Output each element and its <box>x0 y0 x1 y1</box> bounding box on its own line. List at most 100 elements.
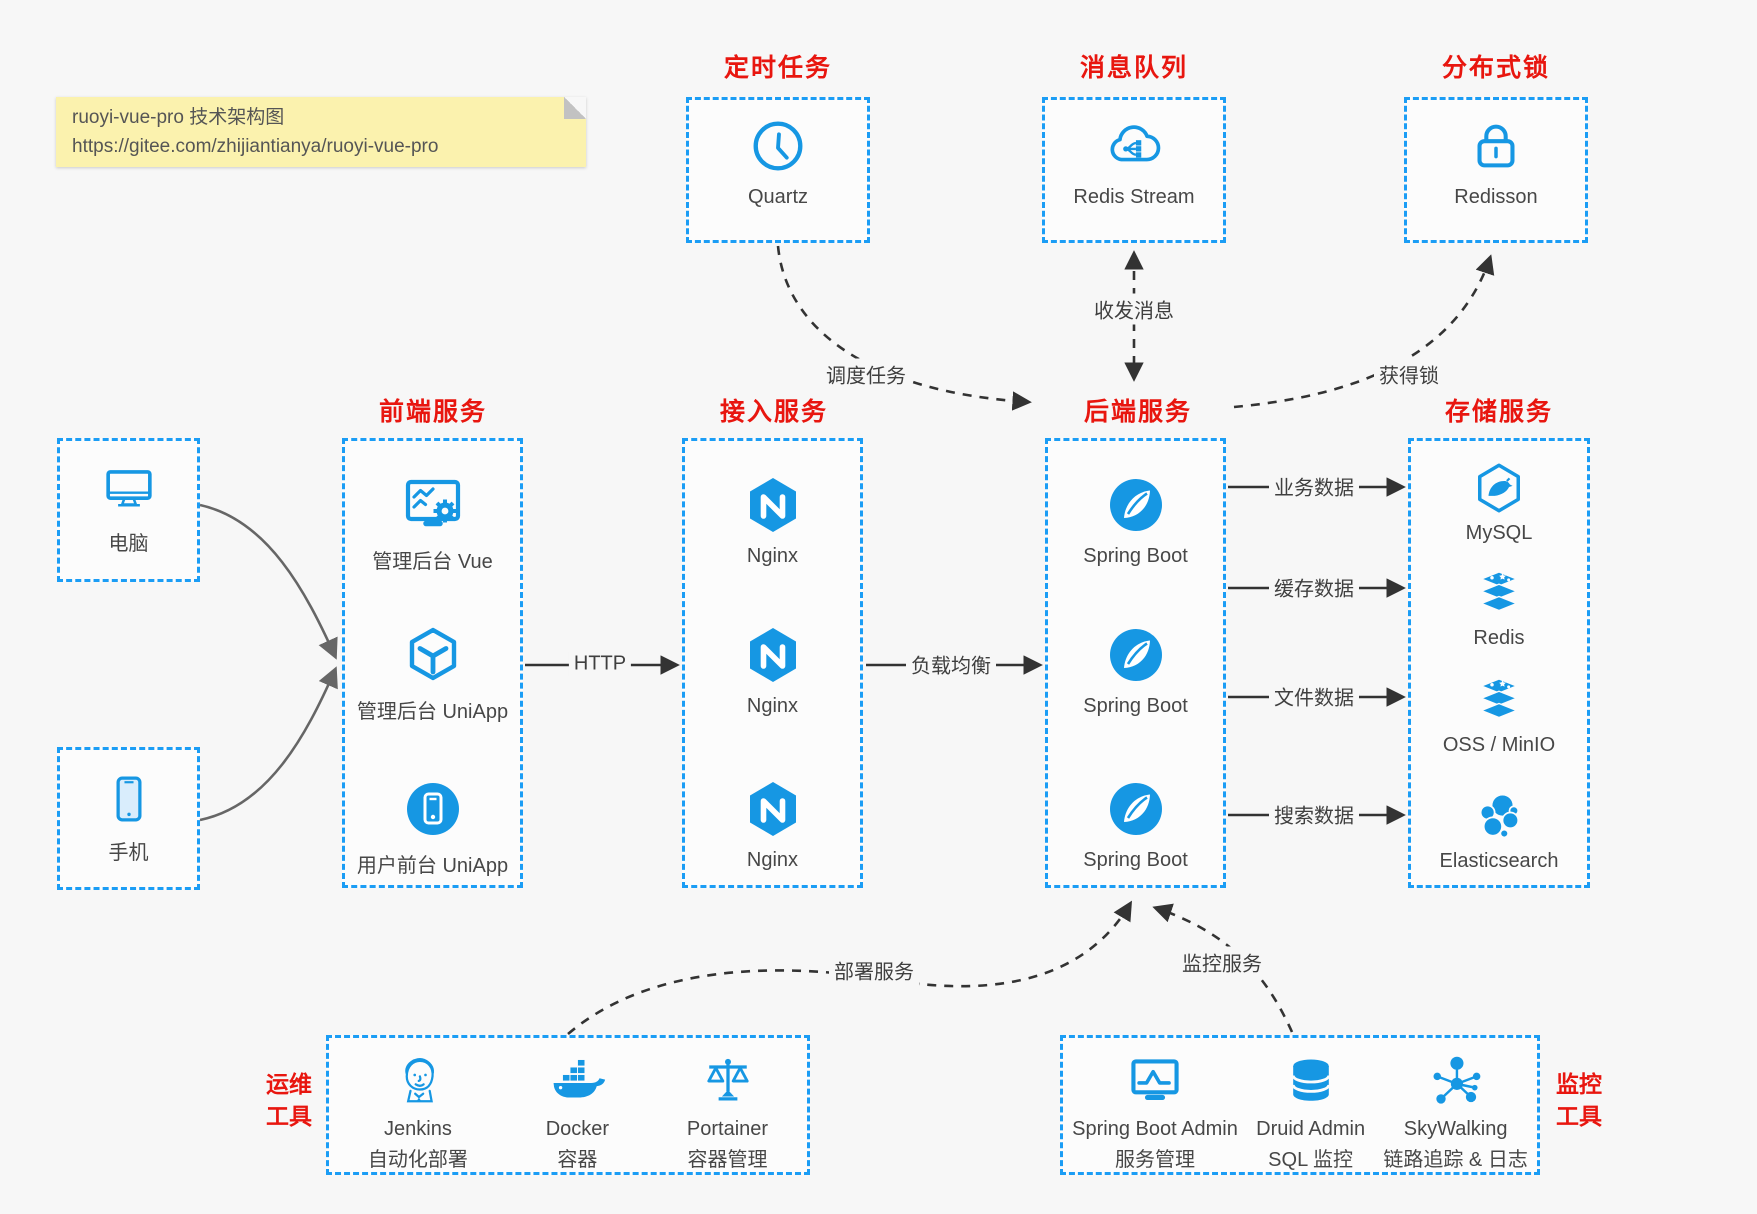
jenkins-icon <box>388 1052 448 1112</box>
item-spring-boot-2: Spring Boot <box>1048 623 1223 718</box>
edge-acquire-lock-curve <box>1233 254 1495 409</box>
group-storage-services: MySQL Redis OSS / MinIO Elasticsearch <box>1408 438 1590 888</box>
node-redisson: Redisson <box>1404 97 1588 243</box>
edge-label-schedule-task: 调度任务 <box>821 358 911 390</box>
group-backend-services: Spring Boot Spring Boot Spring Boot <box>1045 438 1226 888</box>
item-label: 用户前台 UniApp <box>356 855 509 877</box>
node-label: 电脑 <box>108 533 149 555</box>
section-title-backend: 后端服务 <box>1083 398 1193 426</box>
item-mysql: MySQL <box>1411 460 1587 545</box>
item-spring-boot-1: Spring Boot <box>1048 473 1223 568</box>
edge-label-send-receive-msg: 收发消息 <box>1089 293 1179 325</box>
oss-stack-icon <box>1471 672 1527 728</box>
item-label: Spring Boot <box>1083 695 1188 717</box>
edge-label-load-balance: 负载均衡 <box>906 648 996 680</box>
clock-icon <box>747 115 809 177</box>
nginx-icon <box>741 623 805 687</box>
item-label: Druid Admin <box>1256 1118 1366 1140</box>
nginx-icon <box>741 777 805 841</box>
ops-tools-title: 运维 工具 <box>238 1068 312 1132</box>
node-mobile: 手机 <box>57 747 200 890</box>
item-sublabel: 服务管理 <box>1114 1149 1195 1171</box>
item-nginx-2: Nginx <box>685 623 860 718</box>
lock-icon <box>1465 115 1527 177</box>
section-title-storage: 存储服务 <box>1444 398 1554 426</box>
item-sublabel: 容器 <box>557 1149 598 1171</box>
item-portainer: Portainer 容器管理 <box>687 1038 768 1172</box>
note-fold-corner <box>564 97 586 119</box>
edge-label-file-data: 文件数据 <box>1269 680 1359 712</box>
item-elasticsearch: Elasticsearch <box>1411 788 1587 873</box>
item-redis: Redis <box>1411 565 1587 650</box>
group-monitoring-tools: Spring Boot Admin 服务管理 Druid Admin SQL 监… <box>1060 1035 1540 1175</box>
note-url: https://gitee.com/zhijiantianya/ruoyi-vu… <box>72 136 439 157</box>
group-gateway-services: Nginx Nginx Nginx <box>682 438 863 888</box>
item-jenkins: Jenkins 自动化部署 <box>368 1038 468 1172</box>
uniapp-cube-icon <box>401 623 465 687</box>
section-title-frontend: 前端服务 <box>378 398 488 426</box>
edge-label-acquire-lock: 获得锁 <box>1374 358 1444 390</box>
item-label: Portainer <box>686 1118 769 1140</box>
item-spring-boot-admin: Spring Boot Admin 服务管理 <box>1072 1038 1238 1172</box>
section-title-message-queue: 消息队列 <box>1079 54 1189 82</box>
edge-label-monitor-service: 监控服务 <box>1177 946 1267 978</box>
mon-title-line2: 工具 <box>1556 1103 1602 1129</box>
item-label: 管理后台 Vue <box>372 551 493 573</box>
item-label: Jenkins <box>384 1118 452 1140</box>
node-pc: 电脑 <box>57 438 200 582</box>
item-label: OSS / MinIO <box>1442 734 1556 756</box>
item-spring-boot-3: Spring Boot <box>1048 777 1223 872</box>
monitoring-tools-title: 监控 工具 <box>1556 1068 1630 1132</box>
group-frontend-services: 管理后台 Vue 管理后台 UniApp 用户前台 UniApp <box>342 438 523 888</box>
elasticsearch-icon <box>1471 788 1527 844</box>
item-label: SkyWalking <box>1403 1118 1508 1140</box>
item-label: Elasticsearch <box>1439 850 1559 872</box>
item-admin-uniapp: 管理后台 UniApp <box>345 623 520 724</box>
desktop-icon <box>100 461 158 519</box>
cloud-queue-icon <box>1103 115 1165 177</box>
ops-title-line1: 运维 <box>266 1071 312 1097</box>
item-label: 管理后台 UniApp <box>356 701 509 723</box>
item-label: Docker <box>545 1118 610 1140</box>
mysql-icon <box>1471 460 1527 516</box>
node-redis-stream: Redis Stream <box>1042 97 1226 243</box>
node-label: Quartz <box>747 186 809 208</box>
item-label: Spring Boot Admin <box>1072 1118 1238 1140</box>
edge-label-http: HTTP <box>568 651 632 677</box>
item-label: Spring Boot <box>1083 545 1188 567</box>
item-oss-minio: OSS / MinIO <box>1411 672 1587 757</box>
spring-boot-admin-icon <box>1125 1052 1185 1112</box>
edge-label-cache-data: 缓存数据 <box>1269 571 1359 603</box>
item-docker: Docker 容器 <box>546 1038 609 1172</box>
section-title-scheduled-task: 定时任务 <box>723 54 833 82</box>
item-label: Nginx <box>746 545 799 567</box>
item-label: MySQL <box>1465 522 1533 544</box>
item-sublabel: SQL 监控 <box>1268 1149 1354 1171</box>
section-title-gateway: 接入服务 <box>719 398 829 426</box>
item-label: Redis <box>1473 627 1525 649</box>
redis-stack-icon <box>1471 565 1527 621</box>
edge-label-business-data: 业务数据 <box>1269 470 1359 502</box>
item-skywalking: SkyWalking 链路追踪 & 日志 <box>1383 1038 1528 1172</box>
node-label: 手机 <box>108 842 149 864</box>
node-label: Redis Stream <box>1073 186 1195 208</box>
ops-title-line2: 工具 <box>266 1103 312 1129</box>
item-label: Nginx <box>746 695 799 717</box>
edge-phone-to-frontend <box>199 666 338 822</box>
item-nginx-3: Nginx <box>685 777 860 872</box>
nginx-icon <box>741 473 805 537</box>
item-label: Nginx <box>746 849 799 871</box>
node-label: Redisson <box>1454 186 1538 208</box>
docker-icon <box>547 1052 607 1112</box>
smartphone-icon <box>100 770 158 828</box>
node-quartz: Quartz <box>686 97 870 243</box>
note-title: ruoyi-vue-pro 技术架构图 <box>72 107 285 128</box>
sticky-note: ruoyi-vue-pro 技术架构图 https://gitee.com/zh… <box>56 97 586 167</box>
spring-boot-icon <box>1104 777 1168 841</box>
portainer-icon <box>698 1052 758 1112</box>
section-title-distributed-lock: 分布式锁 <box>1441 54 1551 82</box>
item-admin-vue: 管理后台 Vue <box>345 473 520 574</box>
item-sublabel: 链路追踪 & 日志 <box>1383 1149 1528 1171</box>
spring-boot-icon <box>1104 473 1168 537</box>
